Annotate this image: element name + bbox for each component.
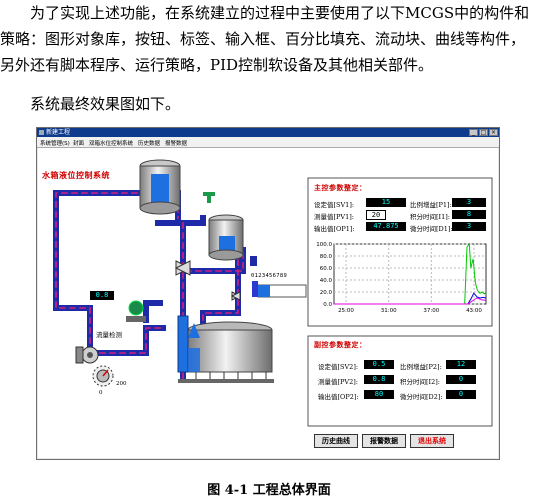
intro-paragraph: 为了实现上述功能，在系统建立的过程中主要使用了以下MCGS中的构件和策略：图形对…: [0, 4, 530, 74]
gate-valve[interactable]: [174, 260, 192, 276]
chart-y-tick: 0.0: [323, 302, 332, 308]
result-paragraph: 系统最终效果图如下。: [30, 95, 181, 113]
pv1-value: 20: [366, 210, 386, 220]
speed-knob[interactable]: [92, 365, 114, 387]
d1-label: 微分时间[D1]:: [410, 225, 453, 233]
scada-canvas: 水箱液位控制系统 0.8 流量检测 200 0 0123456789 主控参数整…: [38, 148, 498, 458]
chart-y-tick: 40.0: [320, 278, 333, 284]
figure-caption: 图 4-1 工程总体界面: [207, 483, 331, 498]
menu-cover[interactable]: 封面: [73, 141, 85, 147]
sv1-value[interactable]: 15: [366, 198, 406, 207]
history-curve-button[interactable]: 历史曲线: [314, 434, 358, 448]
op1-value: 47.875: [366, 222, 406, 231]
chart-y-tick: 20.0: [320, 290, 333, 296]
pipe-tank1-outlet: [155, 215, 206, 226]
exit-system-button[interactable]: 退出系统: [410, 434, 454, 448]
knob-zero-label: 0: [99, 390, 103, 396]
menu-bar: 系统管理(S) 封面 双箱水位控制系统 历史数据 报警数据: [37, 137, 499, 148]
minimize-button[interactable]: _: [469, 129, 478, 136]
upper-tank: [139, 159, 181, 215]
op2-label: 输出值[OP2]:: [318, 393, 359, 401]
window-titlebar: 新建工程 _ □ ×: [37, 128, 499, 137]
app-icon: [39, 130, 44, 135]
side-valve[interactable]: [250, 256, 257, 266]
menu-alarm[interactable]: 报警数据: [165, 141, 188, 147]
chart-x-tick: 31:00: [381, 308, 397, 314]
d2-value[interactable]: 0: [446, 390, 476, 399]
p1-value[interactable]: 3: [452, 198, 486, 207]
window-title: 新建工程: [46, 129, 71, 136]
menu-tank-control[interactable]: 双箱水位控制系统: [89, 141, 134, 147]
d1-value[interactable]: 3: [452, 222, 486, 231]
system-title: 水箱液位控制系统: [42, 170, 110, 180]
chart-series-line: [334, 242, 487, 305]
chart-y-tick: 80.0: [320, 254, 333, 260]
menu-system[interactable]: 系统管理(S): [40, 141, 70, 147]
close-button[interactable]: ×: [489, 129, 498, 136]
trend-chart: 100.0 80.0 60.0 40.0 20.0 0.0 25:00 31:00 37:00 4…: [316, 242, 487, 314]
lower-tank: [208, 214, 244, 261]
small-valve[interactable]: [230, 291, 242, 301]
d2-label: 微分时间[D2]:: [400, 393, 443, 401]
pv1-label: 测量值[PV1]:: [314, 213, 354, 221]
chart-series-line: [334, 297, 487, 305]
sv2-value[interactable]: 0.5: [364, 360, 394, 369]
pv2-value: 0.8: [364, 375, 394, 384]
flow-sensor: [126, 300, 146, 322]
pipe-branch: [143, 300, 163, 323]
p1-label: 比例增益[P1]:: [410, 201, 452, 209]
main-panel-title: 主控参数整定：: [314, 183, 367, 192]
alarm-data-button[interactable]: 报警数据: [362, 434, 406, 448]
secondary-panel-title: 副控参数整定：: [314, 340, 367, 349]
chart-y-tick: 100.0: [316, 242, 332, 248]
main-vessel: [177, 315, 274, 383]
p2-label: 比例增益[P2]:: [400, 363, 442, 371]
chart-y-tick: 60.0: [320, 266, 333, 272]
sv2-label: 设定值[SV2]:: [318, 363, 359, 371]
pv2-label: 测量值[PV2]:: [318, 378, 358, 386]
sv1-label: 设定值[SV1]:: [314, 201, 355, 209]
maximize-button[interactable]: □: [479, 129, 488, 136]
op2-value: 80: [364, 390, 394, 399]
flow-label: 流量检测: [96, 331, 122, 339]
top-green-valve[interactable]: [203, 192, 215, 203]
app-window: 新建工程 _ □ × 系统管理(S) 封面 双箱水位控制系统 历史数据 报警数据: [36, 127, 500, 460]
i1-value[interactable]: 8: [452, 210, 486, 219]
i2-value[interactable]: 0: [446, 375, 476, 384]
level-slider[interactable]: [252, 281, 307, 298]
chart-plot-area: [333, 243, 487, 305]
menu-history[interactable]: 历史数据: [138, 141, 161, 147]
chart-x-tick: 25:00: [338, 308, 354, 314]
pump[interactable]: [75, 346, 99, 364]
p2-value[interactable]: 12: [446, 360, 476, 369]
i1-label: 积分时间[I1]:: [410, 213, 450, 221]
slider-scale: 0123456789: [251, 273, 288, 279]
flow-value: 0.8: [90, 291, 114, 300]
knob-max-label: 200: [116, 381, 127, 387]
op1-label: 输出值[OP1]:: [314, 225, 355, 233]
chart-x-tick: 43:00: [466, 308, 482, 314]
i2-label: 积分时间[I2]:: [400, 378, 440, 386]
chart-x-tick: 37:00: [423, 308, 439, 314]
